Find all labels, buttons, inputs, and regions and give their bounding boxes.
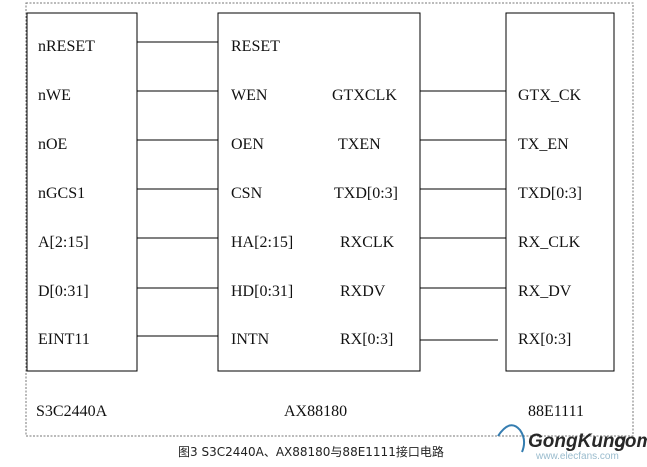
chip-name-88e1111: 88E1111 — [528, 403, 584, 420]
pin-txd-mac: TXD[0:3] — [334, 185, 398, 202]
watermark-swoosh-icon — [497, 424, 526, 453]
pin-ha: HA[2:15] — [231, 234, 293, 251]
pin-gtx-ck: GTX_CK — [518, 87, 582, 104]
watermark-brand: GongKung — [528, 431, 627, 452]
bus-wires-left — [137, 41, 218, 337]
pin-data: D[0:31] — [38, 283, 89, 300]
chip-name-ax88180: AX88180 — [284, 403, 347, 420]
pin-gtxclk: GTXCLK — [332, 87, 397, 104]
pin-nreset: nRESET — [38, 38, 95, 55]
s3c2440a-pins: nRESET nWE nOE nGCS1 A[2:15] D[0:31] EIN… — [38, 38, 95, 348]
pin-txd-phy: TXD[0:3] — [518, 185, 582, 202]
pin-txen: TXEN — [338, 136, 381, 153]
ax88180-phy-pins: GTXCLK TXEN TXD[0:3] RXCLK RXDV RX[0:3] — [332, 87, 398, 348]
pin-hd: HD[0:31] — [231, 283, 293, 300]
pin-noe: nOE — [38, 136, 67, 153]
pin-rx-phy: RX[0:3] — [518, 331, 571, 348]
pin-eint11: EINT11 — [38, 331, 90, 348]
pin-rxdv: RXDV — [340, 283, 386, 300]
88e1111-chip-box — [505, 12, 615, 372]
chip-name-s3c2440a: S3C2440A — [36, 403, 108, 420]
pin-rxclk: RXCLK — [340, 234, 395, 251]
ax88180-chip-box — [217, 12, 421, 372]
pin-reset: RESET — [231, 38, 280, 55]
pin-oen: OEN — [231, 136, 264, 153]
pin-tx-en: TX_EN — [518, 136, 569, 153]
bus-wires-right — [420, 90, 506, 341]
pin-intn: INTN — [231, 331, 270, 348]
pin-rx-dv: RX_DV — [518, 283, 572, 300]
pin-nwe: nWE — [38, 87, 71, 104]
pin-csn: CSN — [231, 185, 263, 202]
gongkung-watermark: GongKung .com www.elecfans.com — [497, 424, 647, 462]
pin-rx-clk: RX_CLK — [518, 234, 581, 251]
outer-frame — [25, 2, 634, 437]
pin-rx-mac: RX[0:3] — [340, 331, 393, 348]
pin-wen: WEN — [231, 87, 268, 104]
watermark-domain: .com — [609, 431, 647, 452]
watermark-url: www.elecfans.com — [535, 451, 619, 462]
ax88180-host-pins: RESET WEN OEN CSN HA[2:15] HD[0:31] INTN — [231, 38, 293, 348]
pin-address: A[2:15] — [38, 234, 89, 251]
s3c2440a-chip-box — [26, 12, 138, 372]
figure-caption: 图3 S3C2440A、AX88180与88E1111接口电路 — [178, 444, 444, 459]
88e1111-pins: GTX_CK TX_EN TXD[0:3] RX_CLK RX_DV RX[0:… — [518, 87, 582, 348]
pin-ngcs1: nGCS1 — [38, 185, 85, 202]
